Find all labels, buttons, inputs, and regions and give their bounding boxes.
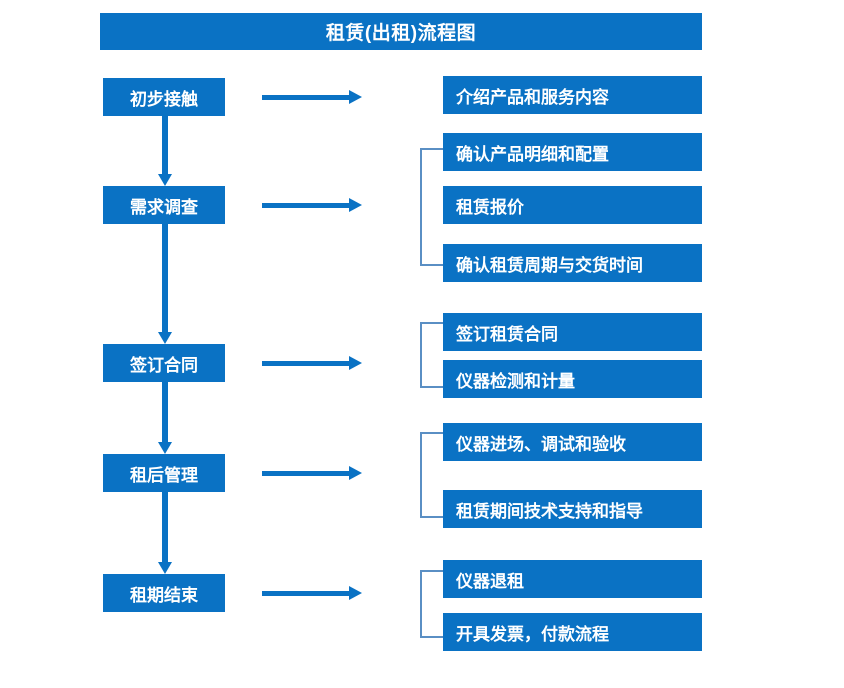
arrow-shaft bbox=[262, 95, 350, 100]
flow-arrow-down-4 bbox=[158, 492, 172, 574]
stage-box-4[interactable]: 租后管理 bbox=[103, 454, 225, 492]
arrow-head bbox=[349, 466, 362, 480]
flow-arrow-right-1 bbox=[262, 90, 362, 104]
flow-arrow-down-1 bbox=[158, 116, 172, 186]
group-bracket-after bbox=[420, 432, 443, 518]
stage-box-2[interactable]: 需求调查 bbox=[103, 186, 225, 224]
stage-box-5[interactable]: 租期结束 bbox=[103, 574, 225, 612]
arrow-head bbox=[158, 332, 172, 344]
flow-arrow-right-2 bbox=[262, 198, 362, 212]
arrow-shaft bbox=[162, 116, 168, 174]
arrow-shaft bbox=[262, 591, 350, 596]
arrow-head bbox=[349, 586, 362, 600]
flow-arrow-right-4 bbox=[262, 466, 362, 480]
arrow-shaft bbox=[162, 382, 168, 442]
task-box-6[interactable]: 仪器检测和计量 bbox=[443, 360, 702, 398]
stage-box-1[interactable]: 初步接触 bbox=[103, 78, 225, 116]
task-box-9[interactable]: 仪器退租 bbox=[443, 560, 702, 598]
task-box-5[interactable]: 签订租赁合同 bbox=[443, 313, 702, 351]
arrow-head bbox=[158, 174, 172, 186]
chart-title: 租赁(出租)流程图 bbox=[100, 13, 702, 50]
arrow-shaft bbox=[262, 203, 350, 208]
arrow-shaft bbox=[262, 361, 350, 366]
arrow-shaft bbox=[262, 471, 350, 476]
task-box-10[interactable]: 开具发票，付款流程 bbox=[443, 613, 702, 651]
arrow-head bbox=[158, 562, 172, 574]
arrow-head bbox=[158, 442, 172, 454]
task-box-2[interactable]: 确认产品明细和配置 bbox=[443, 133, 702, 171]
task-box-8[interactable]: 租赁期间技术支持和指导 bbox=[443, 490, 702, 528]
flow-arrow-down-2 bbox=[158, 224, 172, 344]
arrow-shaft bbox=[162, 224, 168, 332]
group-bracket-demand bbox=[420, 148, 443, 266]
arrow-head bbox=[349, 198, 362, 212]
arrow-head bbox=[349, 356, 362, 370]
flow-arrow-right-3 bbox=[262, 356, 362, 370]
flow-arrow-right-5 bbox=[262, 586, 362, 600]
task-box-3[interactable]: 租赁报价 bbox=[443, 186, 702, 224]
arrow-head bbox=[349, 90, 362, 104]
stage-box-3[interactable]: 签订合同 bbox=[103, 344, 225, 382]
task-box-4[interactable]: 确认租赁周期与交货时间 bbox=[443, 244, 702, 282]
group-bracket-contract bbox=[420, 322, 443, 388]
group-bracket-end bbox=[420, 570, 443, 638]
arrow-shaft bbox=[162, 492, 168, 562]
flow-arrow-down-3 bbox=[158, 382, 172, 454]
task-box-1[interactable]: 介绍产品和服务内容 bbox=[443, 76, 702, 114]
task-box-7[interactable]: 仪器进场、调试和验收 bbox=[443, 423, 702, 461]
